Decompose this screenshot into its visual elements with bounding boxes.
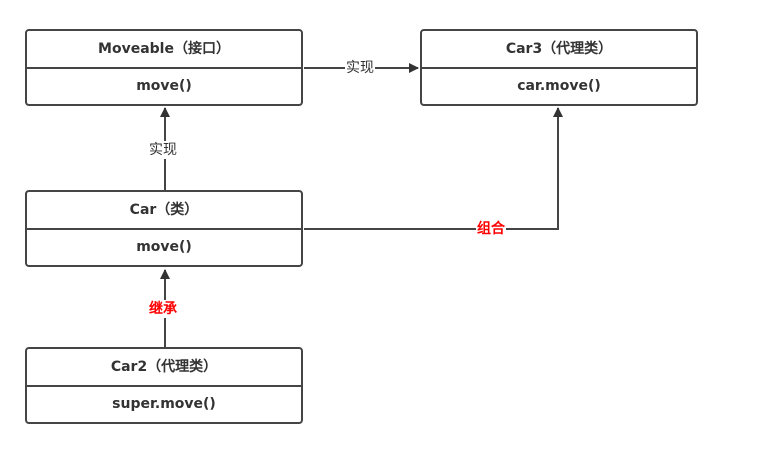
relation-label-moveable-car3: 实现 [345,59,375,77]
class-method-car: move() [136,239,192,255]
relation-label-car-moveable: 实现 [148,141,178,159]
class-divider [422,67,696,69]
class-box-car3[interactable]: Car3（代理类） car.move() [420,29,698,106]
class-box-car[interactable]: Car（类） move() [25,190,303,267]
class-method-car2: super.move() [112,396,216,412]
class-title-car: Car（类） [129,202,199,218]
class-title-car3: Car3（代理类） [505,41,613,57]
class-box-car2[interactable]: Car2（代理类） super.move() [25,347,303,424]
class-divider [27,385,301,387]
relation-label-car-car3: 组合 [476,220,506,238]
class-method-moveable: move() [136,78,192,94]
class-title-car2: Car2（代理类） [110,359,218,375]
class-title-moveable: Moveable（接口） [98,41,230,57]
relation-label-car2-car: 继承 [148,300,178,318]
class-divider [27,228,301,230]
connector-car-to-car3 [304,107,563,230]
class-box-moveable[interactable]: Moveable（接口） move() [25,29,303,106]
class-divider [27,67,301,69]
class-method-car3: car.move() [517,78,601,94]
